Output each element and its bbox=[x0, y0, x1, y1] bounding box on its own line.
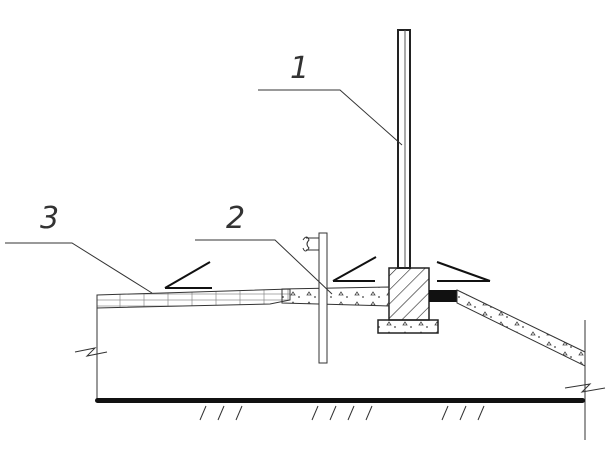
section-edges bbox=[74, 308, 606, 440]
slope-layer bbox=[456, 289, 586, 367]
label-1: 1 bbox=[290, 51, 309, 86]
paving-layer bbox=[96, 288, 291, 309]
pole bbox=[397, 29, 411, 269]
footing-base bbox=[377, 319, 439, 334]
concrete-layer bbox=[281, 286, 390, 307]
ground-hatch bbox=[199, 405, 485, 421]
guardrail-post bbox=[318, 232, 328, 364]
ground-line bbox=[95, 398, 585, 403]
footing-block bbox=[388, 267, 430, 321]
guardrail-beam bbox=[302, 236, 319, 252]
label-2: 2 bbox=[226, 201, 245, 236]
sealant-strip bbox=[429, 290, 457, 302]
label-3: 3 bbox=[40, 201, 59, 236]
slope-arrows bbox=[164, 256, 491, 289]
leader-lines bbox=[5, 89, 403, 295]
